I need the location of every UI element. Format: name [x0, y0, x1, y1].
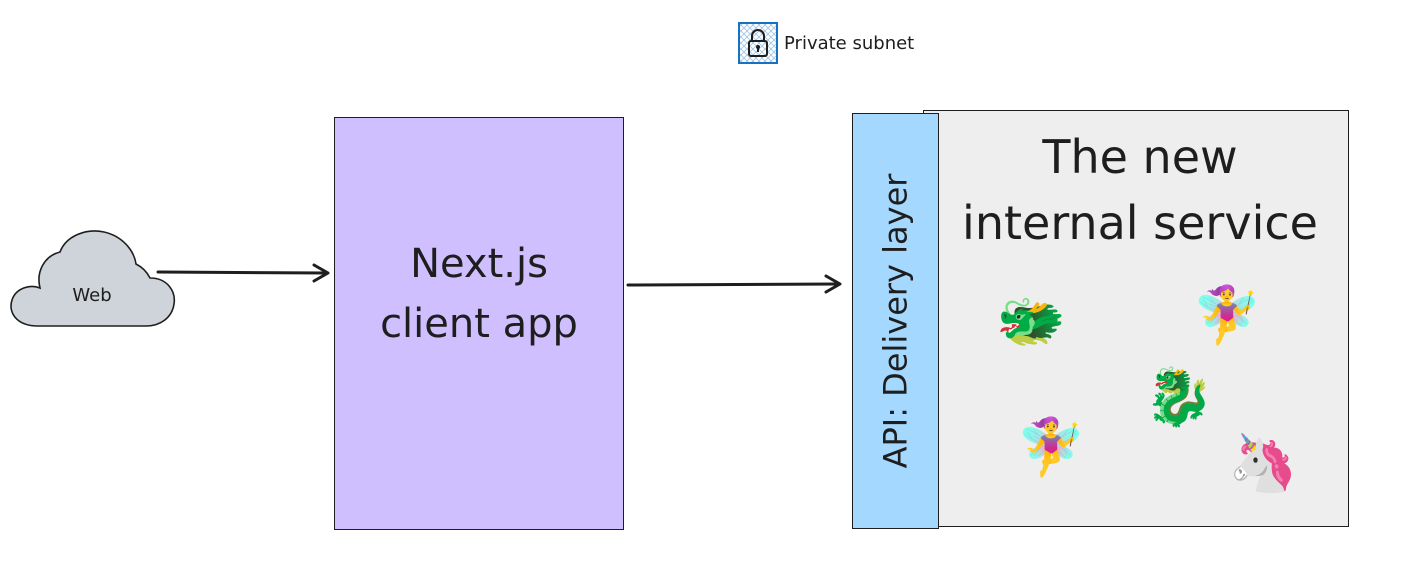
unicorn-icon: 🦄	[1228, 431, 1298, 496]
nextjs-client-app-label: Next.js client app	[380, 240, 578, 347]
internal-service-node	[923, 110, 1349, 527]
lock-icon	[738, 22, 778, 64]
internal-service-label: The new internal service	[962, 130, 1318, 250]
api-delivery-layer-node	[852, 113, 939, 529]
fairy-icon: 🧚‍♀️	[1016, 415, 1086, 480]
dragon-face-icon: 🐲	[996, 289, 1066, 354]
private-subnet-label: Private subnet	[784, 32, 915, 54]
api-delivery-layer-label-wrap: API: Delivery layer	[852, 113, 939, 529]
api-delivery-layer-label: API: Delivery layer	[876, 173, 915, 469]
fairy-icon: 🧚‍♀️	[1192, 283, 1262, 348]
nextjs-client-app-node: Next.js client app	[334, 117, 624, 530]
private-subnet-legend: Private subnet	[738, 21, 914, 65]
dragon-icon: 🐉	[1144, 365, 1214, 430]
arrow-web-to-nextjs	[156, 263, 330, 283]
cloud-icon	[10, 230, 176, 327]
web-label: Web	[72, 285, 112, 306]
arrow-nextjs-to-api	[626, 274, 842, 294]
